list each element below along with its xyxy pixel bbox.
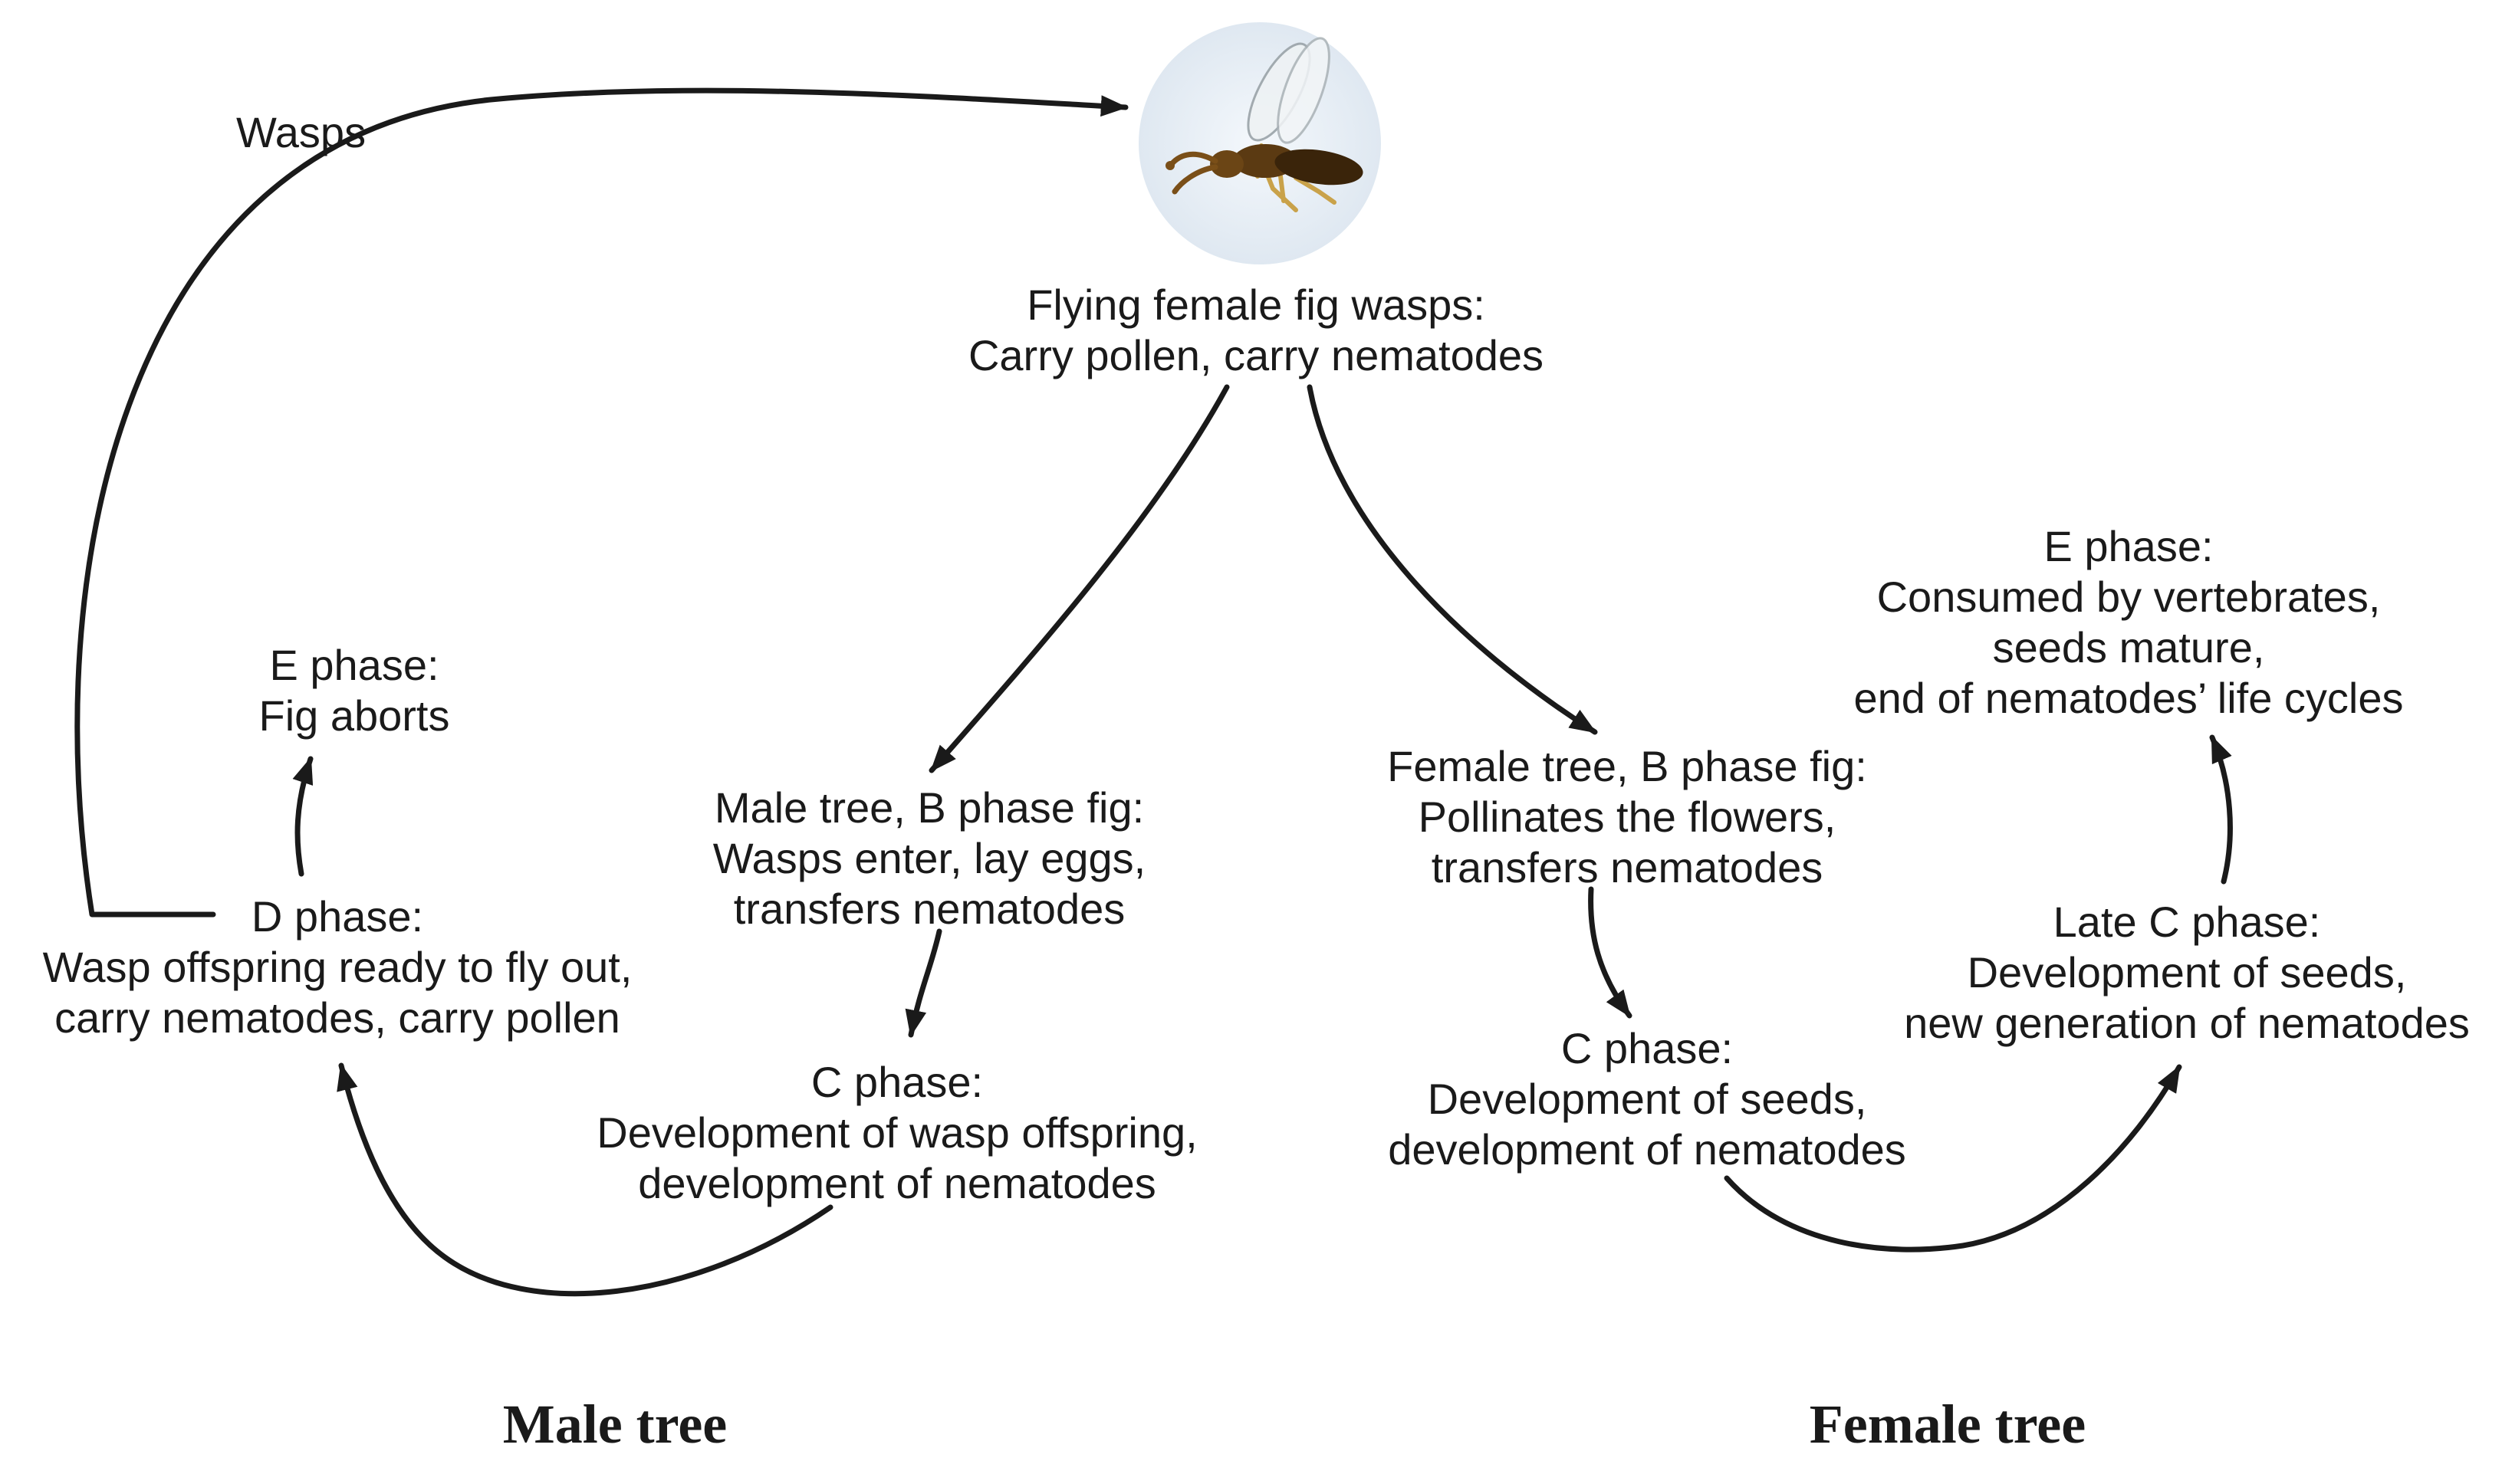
arrows [74,87,2233,1297]
arrow-late-c-to-female-e [2209,734,2233,885]
node-title: Flying female fig wasps: [1027,281,1485,329]
node-text: transfers nematodes [1431,843,1823,891]
arrow-female-c-to-late-c [1724,1064,2182,1253]
node-male-e-phase: E phase: Fig aborts [259,640,450,741]
node-text: Fig aborts [258,691,450,740]
node-text: Development of wasp offspring, [597,1108,1198,1157]
node-female-e-phase: E phase: Consumed by vertebrates, seeds … [1854,521,2404,724]
arrow-to-male-b [929,384,1230,773]
node-text: Wasp offspring ready to fly out, [42,943,633,991]
node-text: Consumed by vertebrates, [1876,573,2381,621]
node-text: Development of seeds, [1967,948,2407,996]
arrow-to-female-b [1307,384,1598,735]
edge-label-wasps: Wasps [236,108,367,156]
node-text: development of nematodes [1388,1125,1906,1174]
node-male-b-phase: Male tree, B phase fig: Wasps enter, lay… [713,783,1146,934]
node-female-late-c-phase: Late C phase: Development of seeds, new … [1904,897,2470,1049]
node-text: transfers nematodes [733,885,1126,933]
node-title: Male tree, B phase fig: [714,783,1145,832]
arrow-male-c-to-d [337,1062,833,1297]
arrow-male-b-to-c [905,928,942,1038]
node-text: Development of seeds, [1427,1075,1867,1123]
node-text: development of nematodes [638,1159,1156,1207]
arrow-male-d-to-e [292,756,314,877]
node-text: Carry pollen, carry nematodes [968,331,1544,379]
node-flying-female-fig-wasps: Flying female fig wasps: Carry pollen, c… [968,280,1544,381]
node-text: seeds mature, [1992,623,2265,671]
node-text: new generation of nematodes [1904,999,2470,1047]
node-title: C phase: [1560,1024,1734,1072]
node-title: Late C phase: [2053,898,2321,946]
label-male-tree: Male tree [502,1394,728,1455]
node-text: Pollinates the flowers, [1418,793,1836,841]
node-female-c-phase: C phase: Development of seeds, developme… [1388,1023,1906,1175]
arrow-female-b-to-c [1588,886,1632,1019]
node-text: Wasps enter, lay eggs, [712,834,1146,882]
node-title: D phase: [251,892,424,941]
arrow-wasps-return [74,87,1129,918]
node-text: end of nematodes’ life cycles [1853,674,2404,722]
node-title: Female tree, B phase fig: [1387,742,1867,790]
node-title: E phase: [269,641,439,689]
node-title: E phase: [2043,522,2214,570]
node-title: C phase: [810,1058,984,1106]
label-female-tree: Female tree [1809,1394,2086,1455]
fig-wasp-photo-icon [1139,22,1381,264]
node-female-b-phase: Female tree, B phase fig: Pollinates the… [1387,741,1867,893]
node-male-c-phase: C phase: Development of wasp offspring, … [597,1057,1197,1209]
node-text: carry nematodes, carry pollen [54,993,620,1042]
node-male-d-phase: D phase: Wasp offspring ready to fly out… [43,891,633,1043]
